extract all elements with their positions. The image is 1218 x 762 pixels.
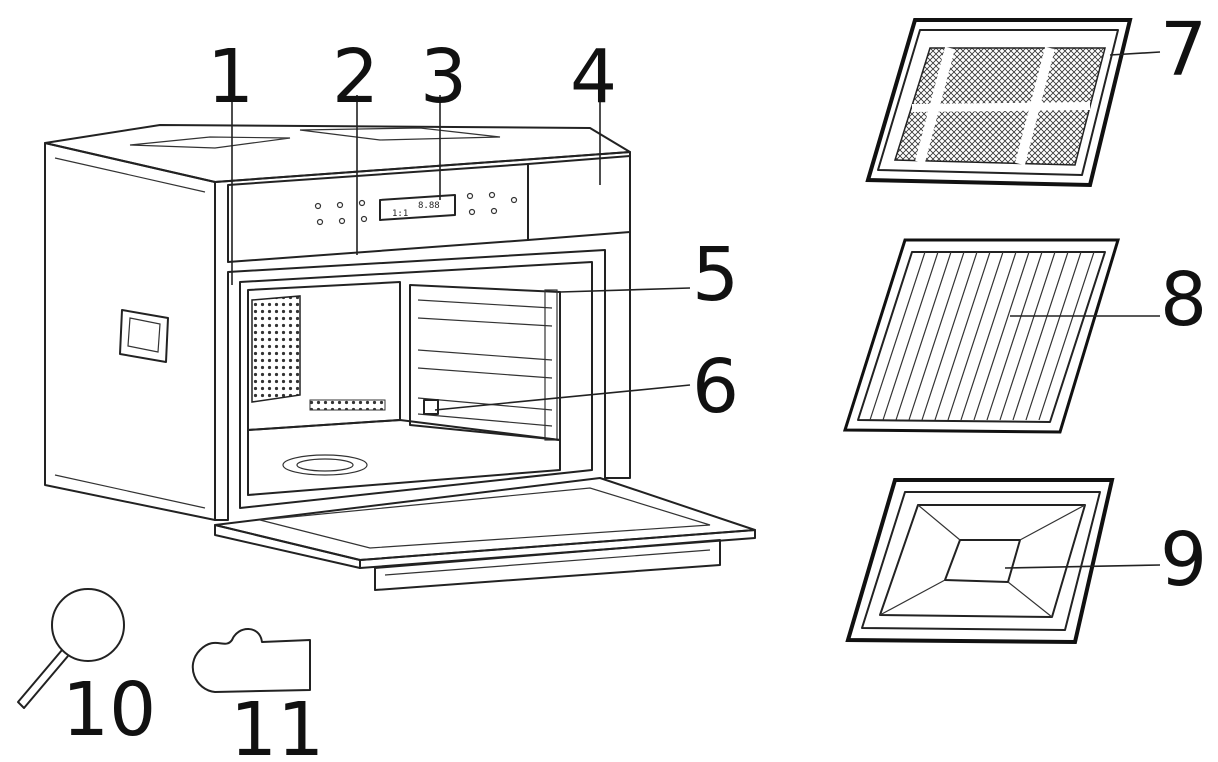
meat-probe: [17, 588, 125, 709]
display-small: 1:1: [392, 209, 408, 219]
callout-6: 6: [692, 344, 739, 430]
accessory-wire-tray: [865, 18, 1133, 188]
callout-8: 8: [1160, 257, 1207, 343]
accessory-grill-tray: [842, 238, 1121, 434]
callout-9: 9: [1160, 517, 1207, 603]
accessory-baking-tray: [845, 478, 1115, 645]
oven-cavity: [239, 261, 593, 509]
callout-4: 4: [570, 34, 617, 120]
callout-7: 7: [1160, 7, 1207, 93]
leader-lines: [231, 51, 1161, 569]
display-panel: 8.88 1:1: [379, 194, 456, 221]
display-digits: 8.88: [418, 201, 440, 211]
control-buttons: [314, 191, 518, 226]
callout-numbers: 1 2 3 4 5 6 7 8 9 10 11: [62, 7, 1207, 762]
oven-door: [214, 477, 756, 591]
callout-10: 10: [62, 667, 156, 753]
callout-2: 2: [332, 34, 379, 120]
callout-11: 11: [230, 687, 324, 762]
oven-glove: [191, 628, 311, 693]
oven-body: 8.88 1:1: [44, 124, 756, 591]
callout-5: 5: [692, 232, 739, 318]
callout-1: 1: [207, 34, 254, 120]
callout-3: 3: [420, 34, 467, 120]
